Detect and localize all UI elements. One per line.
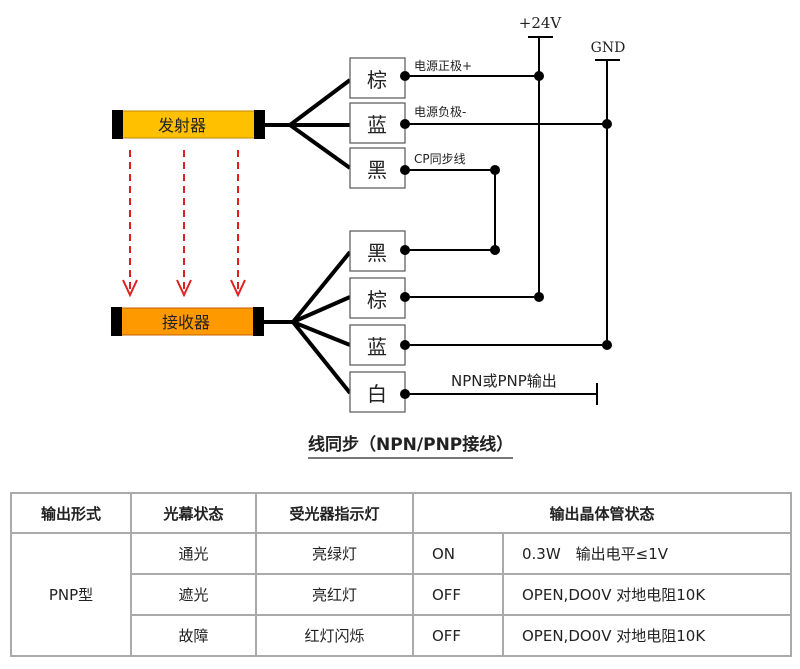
cell-transistor: ON bbox=[412, 532, 504, 575]
emitter-body bbox=[120, 110, 257, 139]
emitter-unit: 发射器 bbox=[112, 110, 265, 139]
emitter-endcap-right bbox=[254, 110, 265, 139]
header-output-type: 输出形式 bbox=[10, 492, 132, 534]
table-header-row: 输出形式 光幕状态 受光器指示灯 输出晶体管状态 bbox=[10, 492, 792, 534]
receiver-unit: 接收器 bbox=[111, 307, 264, 336]
table-row: 故障 红灯闪烁 OFF OPEN,DO0V 对地电阻10K bbox=[11, 614, 792, 657]
beam-arrowhead-icon bbox=[230, 279, 246, 298]
emitter-endcap-left bbox=[112, 110, 123, 139]
wire-color-black: 黑 bbox=[367, 158, 387, 182]
cell-indicator: 亮红灯 bbox=[255, 573, 414, 616]
header-transistor-state: 输出晶体管状态 bbox=[412, 492, 792, 534]
wires bbox=[405, 75, 607, 405]
cell-transistor: OFF bbox=[412, 573, 504, 616]
rail-24v-label: +24V bbox=[519, 14, 563, 32]
receiver-wire-boxes: 黑 棕 蓝 白 bbox=[349, 230, 406, 413]
cell-transistor: OFF bbox=[412, 614, 504, 657]
cell-output-type: PNP型 bbox=[10, 532, 132, 657]
cell-state: 通光 bbox=[130, 532, 257, 575]
wiring-diagram: 发射器 接收器 棕 蓝 黑 黑 棕 蓝 白 bbox=[111, 14, 626, 413]
diagram-title: 线同步（NPN/PNP接线） bbox=[308, 430, 514, 459]
light-beams bbox=[122, 150, 246, 298]
signal-label-sync: CP同步线 bbox=[414, 152, 466, 166]
signal-label-positive: 电源正极+ bbox=[414, 59, 472, 73]
receiver-cable bbox=[263, 250, 352, 395]
emitter-wire-boxes: 棕 蓝 黑 bbox=[349, 57, 406, 189]
rail-gnd-label: GND bbox=[591, 40, 626, 56]
cell-detail: OPEN,DO0V 对地电阻10K bbox=[502, 614, 792, 657]
cell-detail: 0.3W 输出电平≤1V bbox=[502, 532, 792, 575]
wire-color-blue: 蓝 bbox=[367, 113, 387, 137]
cell-state: 遮光 bbox=[130, 573, 257, 616]
signal-label-negative: 电源负极- bbox=[414, 105, 466, 119]
receiver-label: 接收器 bbox=[162, 313, 210, 332]
emitter-label: 发射器 bbox=[158, 116, 206, 135]
beam-arrowhead-icon bbox=[176, 279, 192, 298]
receiver-endcap-left bbox=[111, 307, 122, 336]
emitter-cable bbox=[264, 78, 352, 170]
receiver-endcap-right bbox=[253, 307, 264, 336]
beam-arrowhead-icon bbox=[122, 279, 138, 298]
wire-color-brown: 棕 bbox=[367, 288, 387, 312]
header-curtain-state: 光幕状态 bbox=[130, 492, 257, 534]
table-row: 遮光 亮红灯 OFF OPEN,DO0V 对地电阻10K bbox=[11, 573, 792, 616]
cell-indicator: 亮绿灯 bbox=[255, 532, 414, 575]
wire-color-brown: 棕 bbox=[367, 68, 387, 92]
wire-color-blue: 蓝 bbox=[367, 335, 387, 359]
output-status-table: 输出形式 光幕状态 受光器指示灯 输出晶体管状态 PNP型 通光 亮绿灯 ON … bbox=[10, 492, 792, 657]
wire-color-white: 白 bbox=[367, 382, 387, 406]
junction-dots bbox=[400, 71, 612, 399]
cell-detail: OPEN,DO0V 对地电阻10K bbox=[502, 573, 792, 616]
wire-color-black: 黑 bbox=[367, 241, 387, 265]
signal-label-output: NPN或PNP输出 bbox=[451, 372, 557, 390]
header-indicator: 受光器指示灯 bbox=[255, 492, 414, 534]
table-row: PNP型 通光 亮绿灯 ON 0.3W 输出电平≤1V bbox=[10, 532, 792, 657]
cell-state: 故障 bbox=[130, 614, 257, 657]
cell-indicator: 红灯闪烁 bbox=[255, 614, 414, 657]
